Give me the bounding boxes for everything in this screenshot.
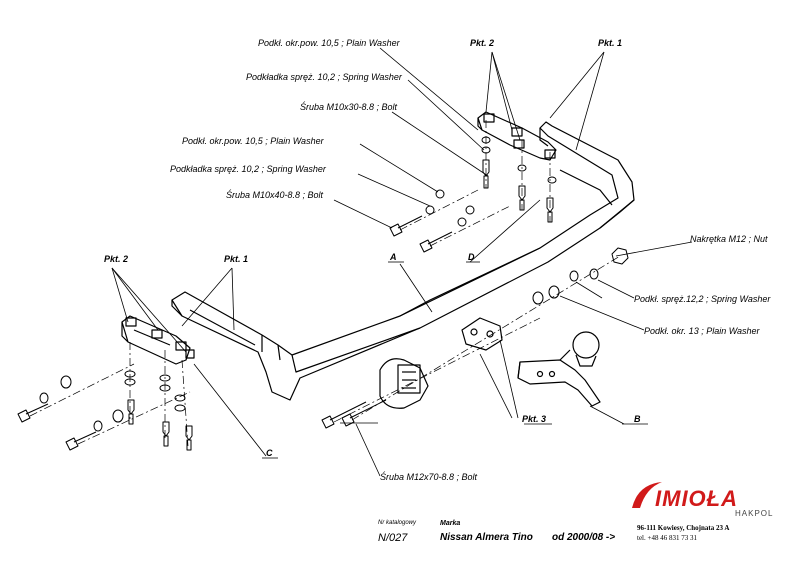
fasteners-left: [17, 370, 193, 451]
label-pkt2-top: Pkt. 2: [470, 38, 494, 48]
label-part-c: C: [266, 448, 273, 458]
brand-caption: Marka: [440, 520, 461, 527]
label-nut-m12: Nakrętka M12 ; Nut: [690, 234, 768, 244]
label-part-d: D: [468, 252, 475, 262]
label-plain-washer-10-5-mid: Podkł. okr.pow. 10,5 ; Plain Washer: [182, 136, 325, 146]
callout-labels: Podkł. okr.pow. 10,5 ; Plain Washer Podk…: [104, 38, 771, 482]
label-bolt-m10x40: Śruba M10x40-8.8 ; Bolt: [226, 189, 324, 200]
tow-ball: [517, 331, 601, 407]
main-crossbeam: [171, 121, 635, 401]
assembly-axes: [29, 120, 621, 447]
model-name: Nissan Almera Tino: [440, 532, 533, 543]
label-pkt2-left: Pkt. 2: [104, 254, 128, 264]
label-pkt3: Pkt. 3: [522, 414, 546, 424]
right-bracket: [477, 111, 557, 161]
label-pkt1-left: Pkt. 1: [224, 254, 248, 264]
company-logo-sub: HAKPOL: [735, 509, 774, 518]
catalog-number: N/027: [378, 532, 408, 544]
socket-plate: [379, 317, 503, 409]
label-bolt-m10x30: Śruba M10x30-8.8 ; Bolt: [300, 101, 398, 112]
leader-lines: [111, 47, 693, 477]
label-bolt-m12x70: Śruba M12x70-8.8 ; Bolt: [380, 471, 478, 482]
catalog-caption: Nr katalogowy: [378, 520, 417, 526]
label-spring-washer-12-2: Podkł. spręż.12,2 ; Spring Washer: [634, 294, 771, 304]
label-plain-washer-13: Podkł. okr. 13 ; Plain Washer: [644, 326, 761, 336]
label-spring-washer-10-2-top: Podkładka spręż. 10,2 ; Spring Washer: [246, 72, 403, 82]
company-logo-swoosh: [632, 482, 662, 508]
company-logo: IMIOŁA: [655, 486, 738, 511]
company-phone: tel. +48 46 831 73 31: [637, 534, 697, 542]
company-address: 96-111 Kowiesy, Chojnata 23 A: [637, 524, 730, 532]
model-date: od 2000/08 ->: [552, 532, 616, 543]
label-plain-washer-10-5-top: Podkł. okr.pow. 10,5 ; Plain Washer: [258, 38, 401, 48]
label-pkt1-top: Pkt. 1: [598, 38, 622, 48]
label-spring-washer-10-2-mid: Podkładka spręż. 10,2 ; Spring Washer: [170, 164, 327, 174]
label-part-b: B: [634, 414, 641, 424]
label-part-a: A: [389, 252, 397, 262]
left-bracket: [121, 315, 195, 365]
